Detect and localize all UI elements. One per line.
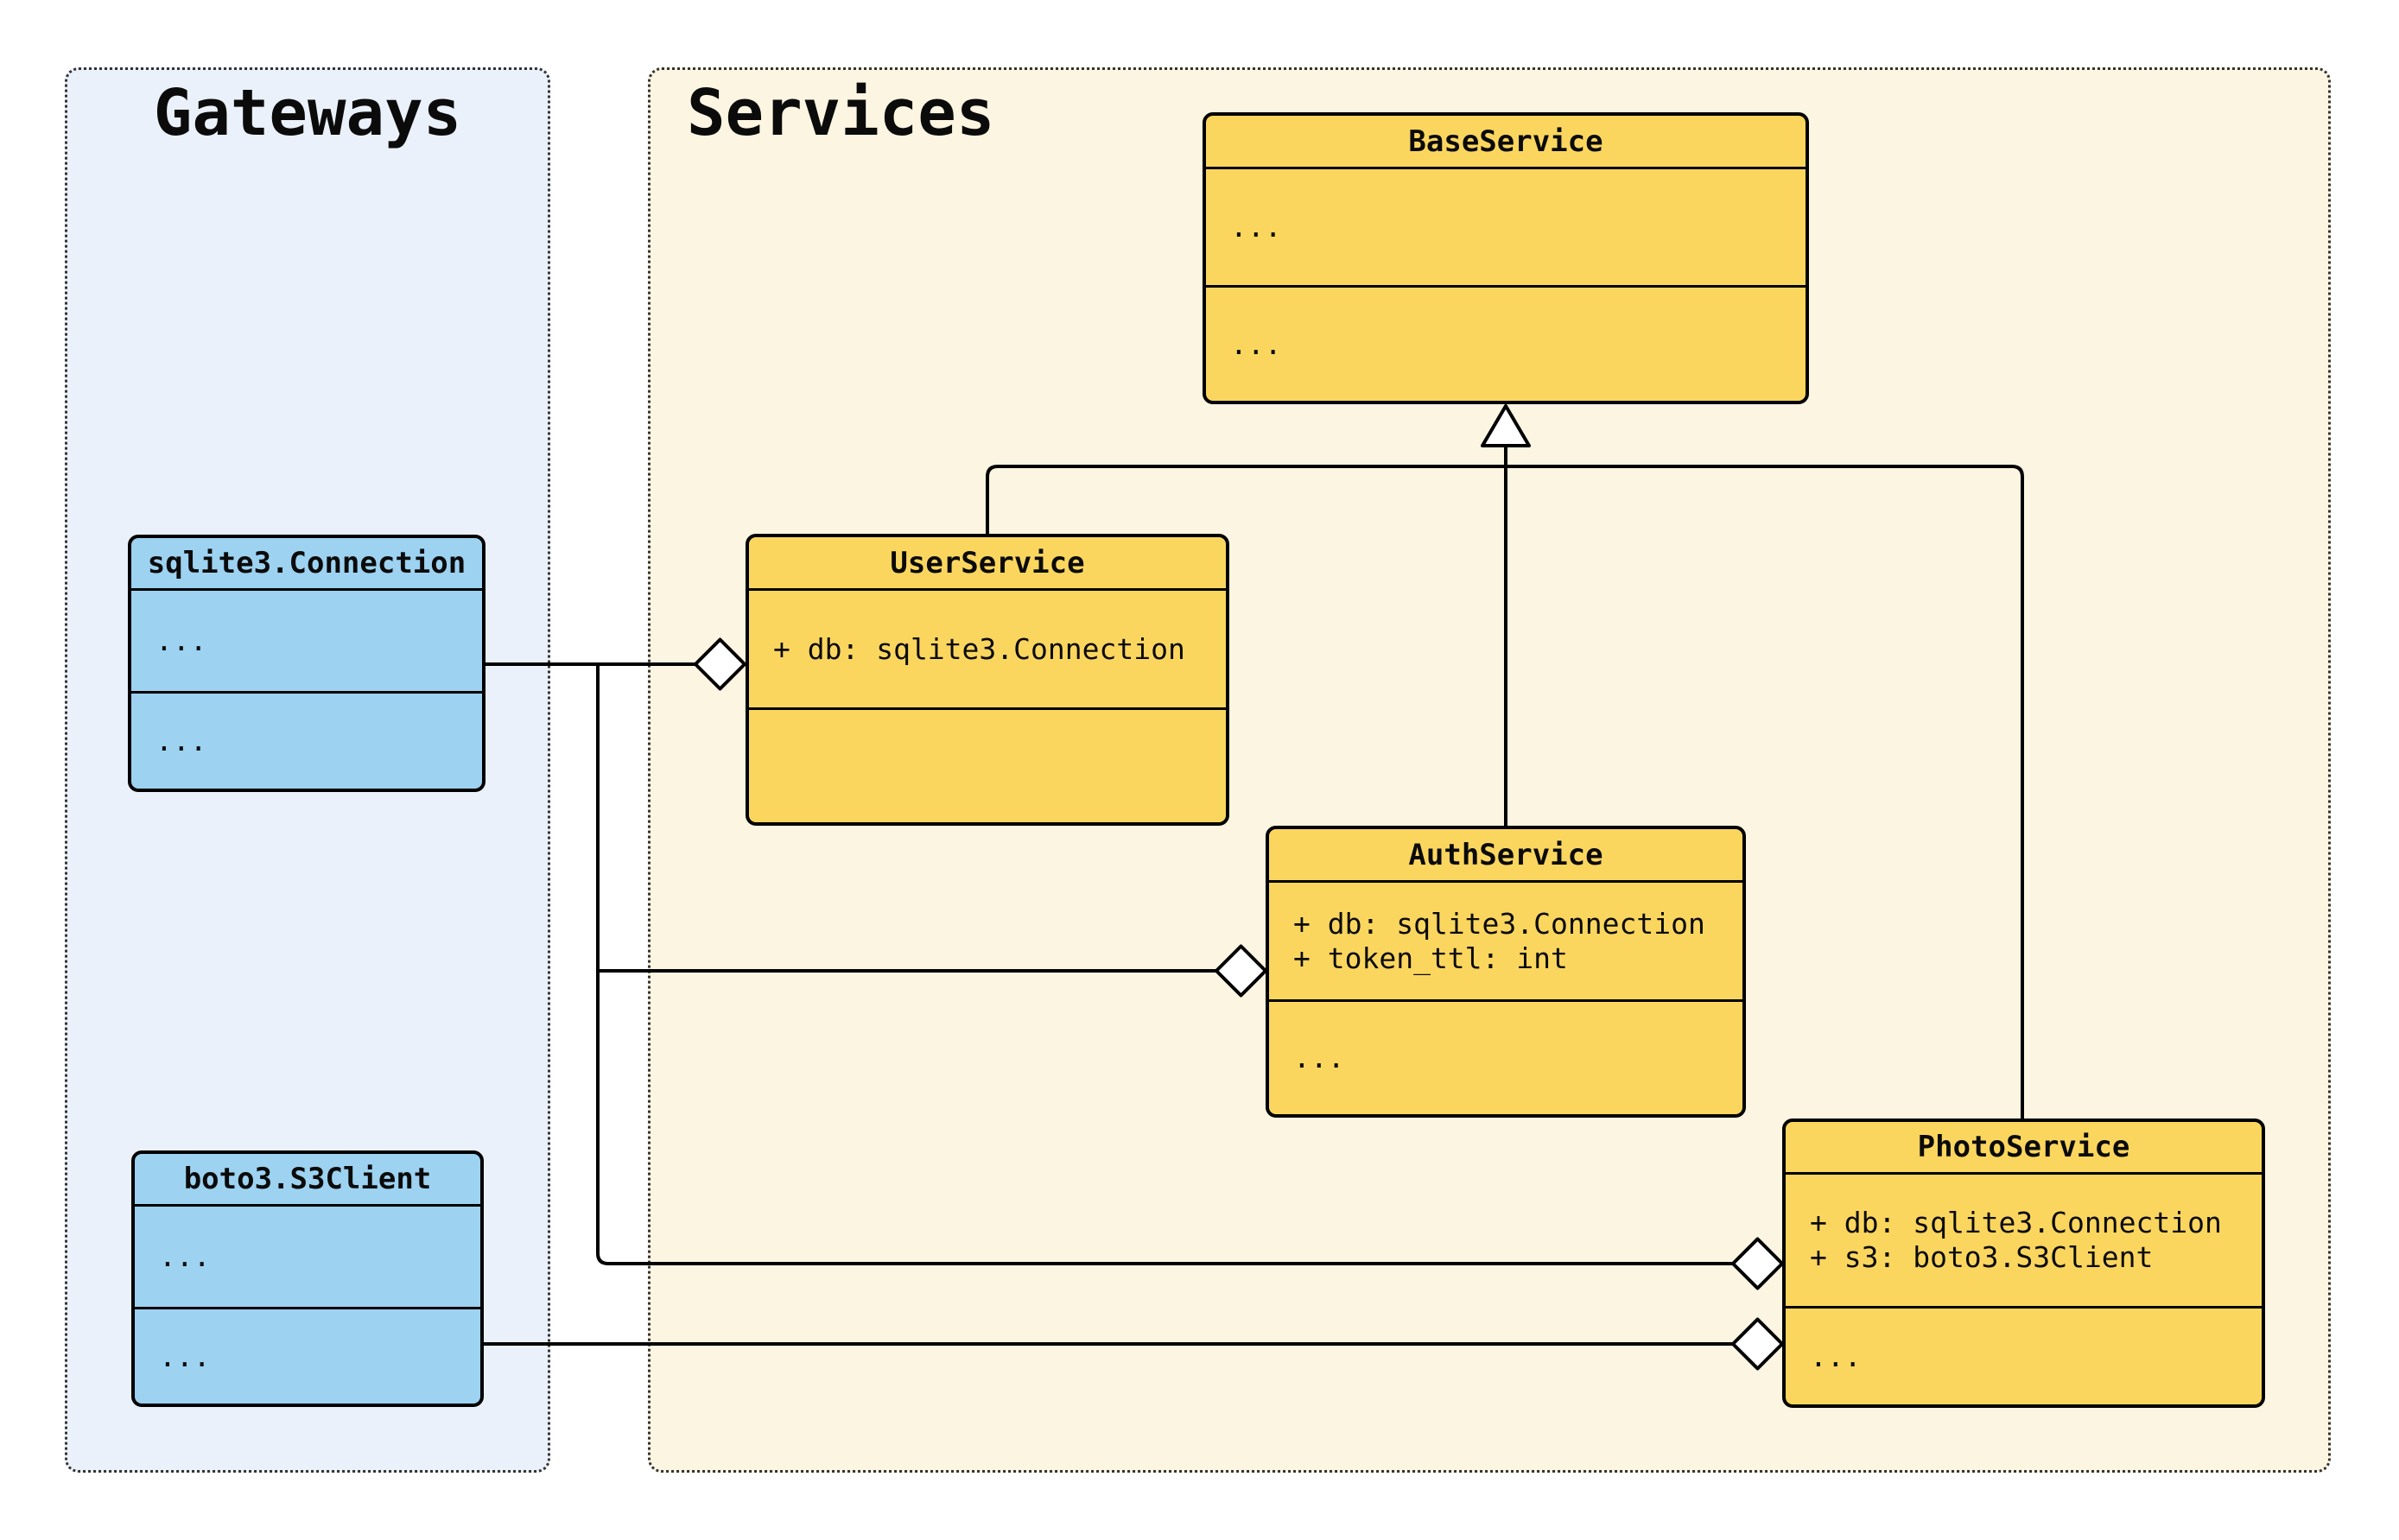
attributes-section: + db: sqlite3.Connection + token_ttl: in…	[1269, 883, 1742, 1002]
class-title: sqlite3.Connection	[131, 538, 482, 591]
attribute-item: ...	[159, 1239, 211, 1273]
class-title: boto3.S3Client	[135, 1154, 480, 1207]
class-title: UserService	[749, 537, 1226, 591]
methods-section: ...	[131, 694, 482, 789]
methods-section: ...	[135, 1309, 480, 1404]
class-box-baseservice: BaseService ... ...	[1203, 112, 1809, 404]
attributes-section: ...	[131, 591, 482, 694]
class-title: BaseService	[1206, 116, 1806, 169]
attributes-section: ...	[135, 1207, 480, 1309]
attribute-item: + db: sqlite3.Connection	[1293, 906, 1705, 941]
class-box-photoservice: PhotoService + db: sqlite3.Connection + …	[1782, 1119, 2265, 1408]
services-panel-title: Services	[687, 76, 995, 150]
aggregation-line-sqlite-photoservice	[596, 664, 1733, 1265]
methods-section: ...	[1269, 1002, 1742, 1114]
method-item: ...	[1810, 1339, 1862, 1373]
aggregation-diamond-icon-photoservice-s3	[1731, 1317, 1784, 1371]
attributes-section: ...	[1206, 169, 1806, 288]
attribute-item: ...	[1230, 210, 1282, 244]
method-item: ...	[159, 1339, 211, 1373]
attributes-section: + db: sqlite3.Connection + s3: boto3.S3C…	[1786, 1175, 2262, 1309]
methods-section	[749, 710, 1226, 822]
attribute-item: + db: sqlite3.Connection	[773, 631, 1185, 666]
class-title: PhotoService	[1786, 1122, 2262, 1175]
method-item: ...	[1293, 1041, 1345, 1074]
attribute-item: + s3: boto3.S3Client	[1810, 1240, 2154, 1274]
inheritance-triangle-icon	[1481, 404, 1531, 447]
attribute-item: + db: sqlite3.Connection	[1810, 1206, 2222, 1239]
aggregation-diamond-icon-authservice	[1215, 944, 1267, 998]
class-title: AuthService	[1269, 829, 1742, 883]
attributes-section: + db: sqlite3.Connection	[749, 591, 1226, 710]
aggregation-diamond-icon-photoservice-db	[1731, 1237, 1784, 1290]
attribute-item: ...	[155, 624, 207, 657]
class-box-authservice: AuthService + db: sqlite3.Connection + t…	[1266, 826, 1746, 1118]
gateways-panel-title: Gateways	[153, 76, 462, 150]
method-item: ...	[1230, 326, 1282, 361]
aggregation-diamond-icon-userservice	[694, 637, 746, 691]
class-box-boto3-s3client: boto3.S3Client ... ...	[131, 1150, 484, 1407]
class-box-sqlite3-connection: sqlite3.Connection ... ...	[128, 535, 486, 792]
methods-section: ...	[1206, 288, 1806, 401]
attribute-item: + token_ttl: int	[1293, 941, 1568, 975]
class-box-userservice: UserService + db: sqlite3.Connection	[746, 534, 1229, 826]
method-item: ...	[155, 724, 207, 757]
methods-section: ...	[1786, 1309, 2262, 1404]
